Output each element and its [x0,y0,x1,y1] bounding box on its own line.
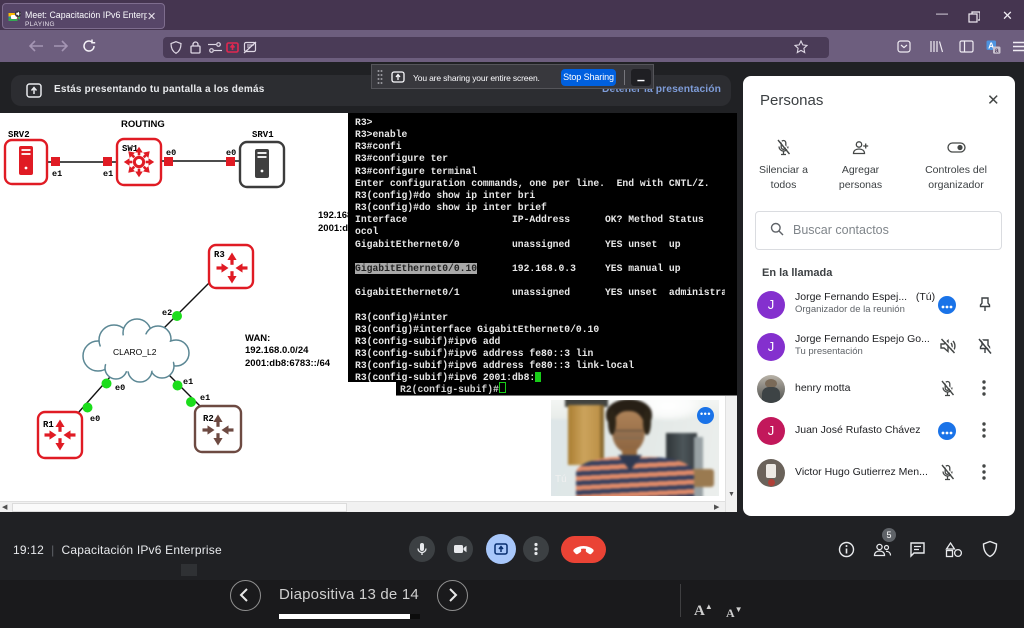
svg-text:SW1: SW1 [122,144,139,154]
svg-text:CLARO_L2: CLARO_L2 [113,347,157,357]
svg-text:e1: e1 [52,169,62,179]
svg-text:e1: e1 [200,393,210,403]
svg-text:R1: R1 [43,420,54,430]
svg-text:R3: R3 [214,250,225,260]
svg-text:e2: e2 [162,308,172,318]
svg-text:2001:db: 2001:db [318,223,354,234]
svg-text:e1: e1 [183,377,193,387]
svg-text:192.168: 192.168 [318,210,352,221]
svg-text:SRV2: SRV2 [8,130,30,140]
svg-text:e0: e0 [115,383,125,393]
svg-text:192.168.0.0/24: 192.168.0.0/24 [245,345,309,356]
svg-text:WAN:: WAN: [245,333,270,344]
svg-text:e1: e1 [103,169,113,179]
svg-text:ROUTING: ROUTING [121,119,165,130]
svg-text:SRV1: SRV1 [252,130,274,140]
svg-text:e0: e0 [90,414,100,424]
svg-text:e0: e0 [226,148,236,158]
svg-text:2001:db8:6783::/64: 2001:db8:6783::/64 [245,358,331,369]
svg-text:R2: R2 [203,414,214,424]
svg-text:a: a [995,48,999,54]
svg-text:A: A [988,40,994,50]
svg-text:e0: e0 [166,148,176,158]
